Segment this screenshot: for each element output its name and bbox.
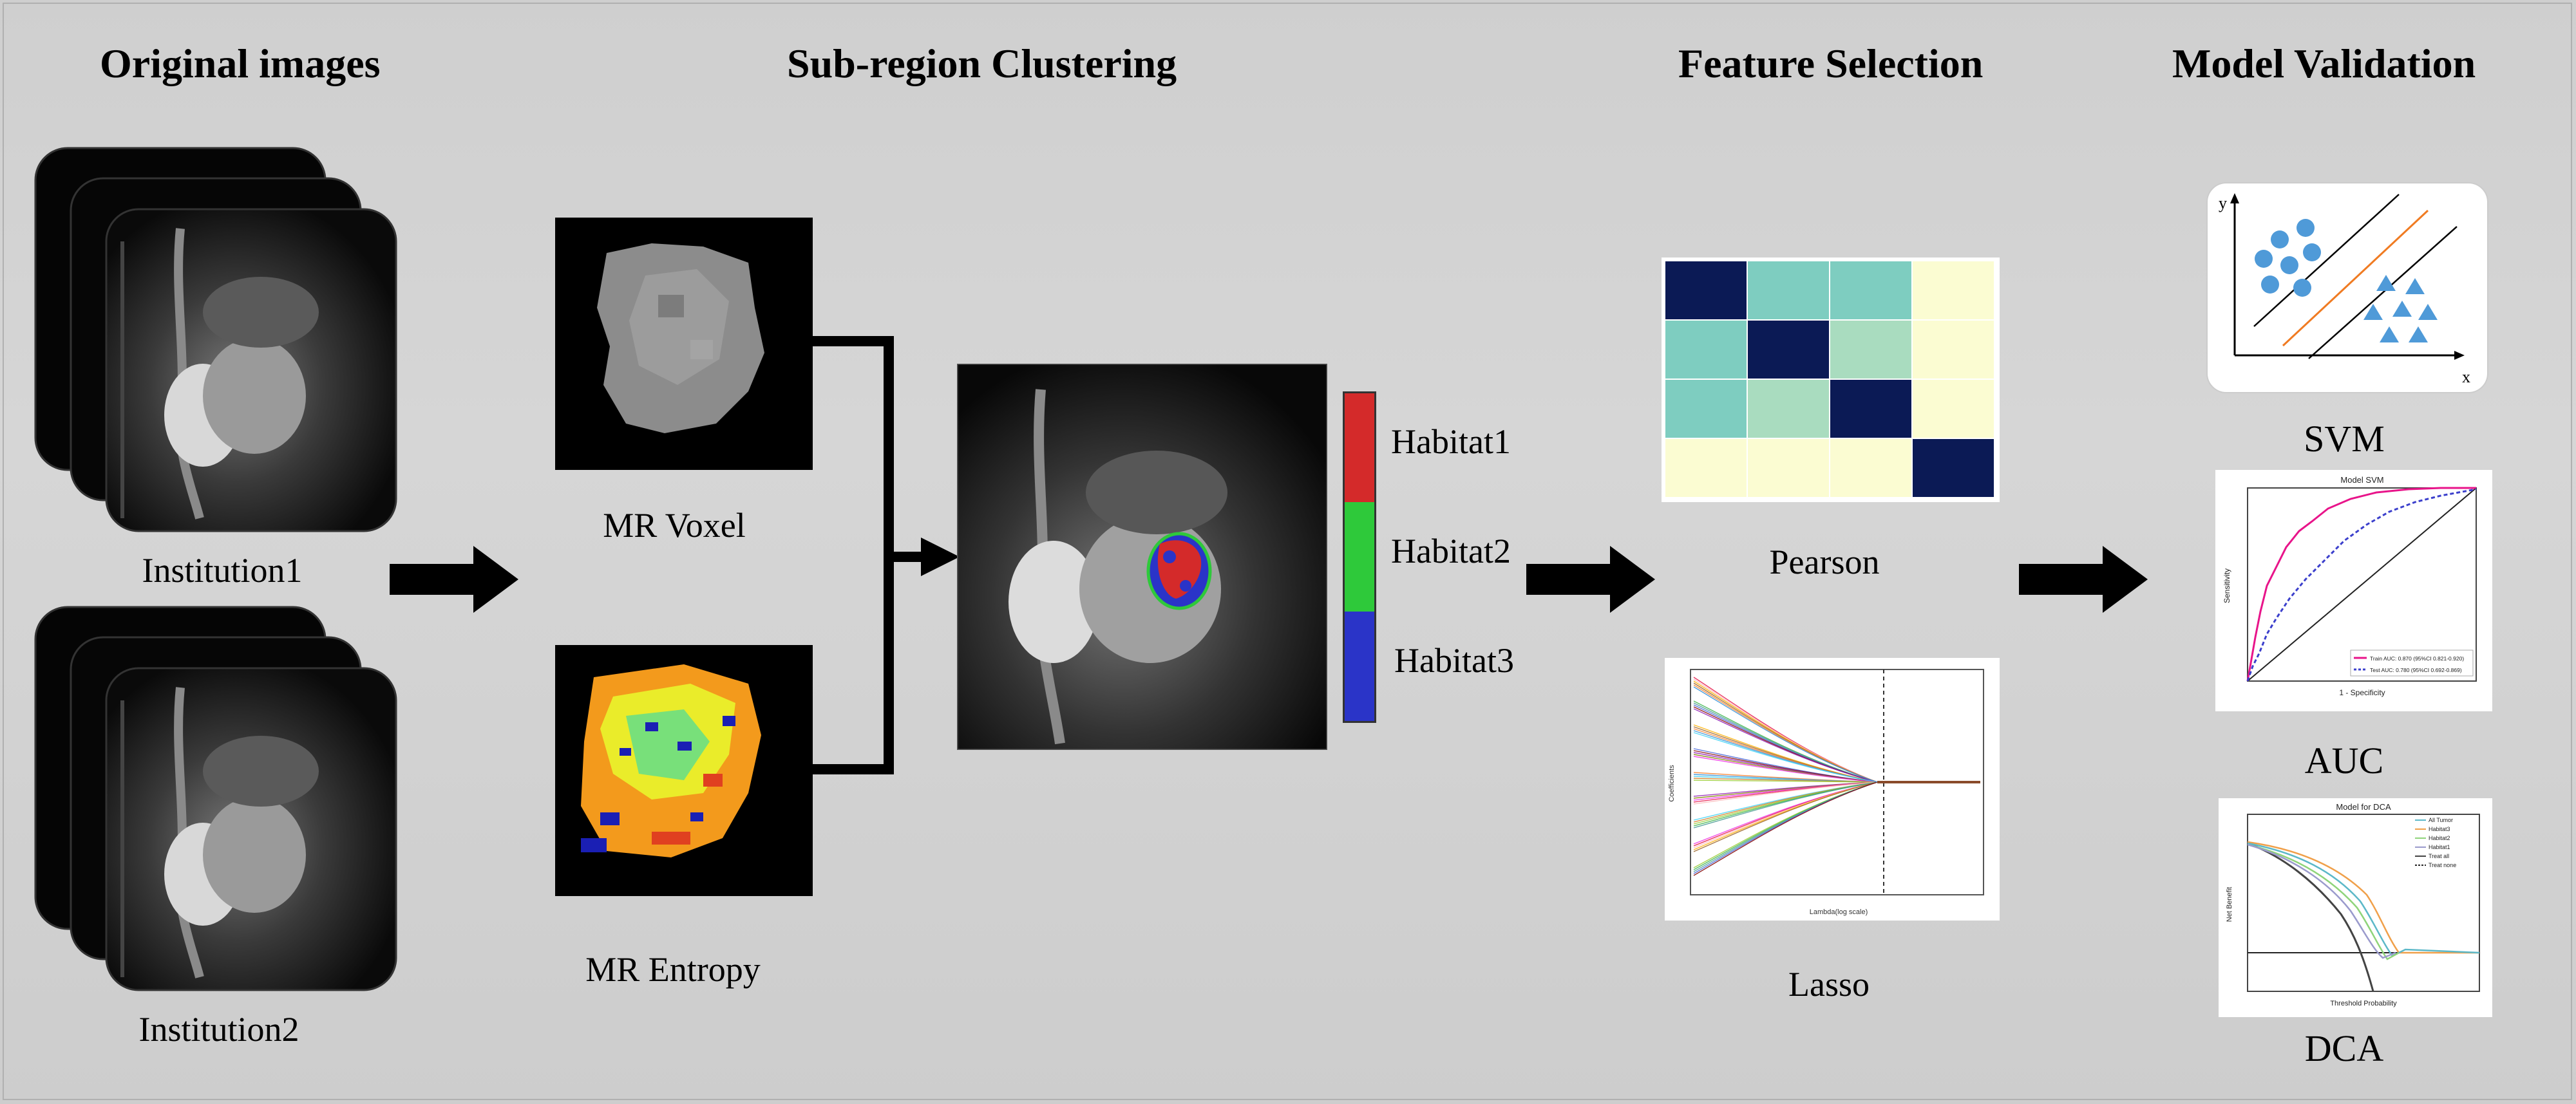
lasso-label: Lasso <box>1788 965 1870 1004</box>
heatmap-cell <box>1748 261 1829 319</box>
habitat3-label: Habitat3 <box>1394 641 1514 680</box>
dca-ylabel: Net Benefit <box>2226 887 2233 922</box>
habitat1-label: Habitat1 <box>1391 422 1511 461</box>
svm-illustration: y x <box>2206 182 2488 393</box>
lasso-coefficient-path <box>1693 781 1980 852</box>
heatmap-cell <box>1665 321 1747 379</box>
dca-legend-habitat3: Habitat3 <box>2429 826 2450 832</box>
dca-xlabel: Threshold Probability <box>2330 1000 2397 1007</box>
auc-label: AUC <box>2304 740 2384 781</box>
pearson-heatmap <box>1662 257 2000 502</box>
mr-voxel-label: MR Voxel <box>603 506 746 545</box>
lasso-path-plot: Lambda(log scale) Coefficients <box>1665 658 2000 921</box>
dca-legend-treat-all: Treat all <box>2429 853 2449 859</box>
dca-legend-habitat2: Habitat2 <box>2429 835 2450 841</box>
heatmap-cell <box>1748 380 1829 438</box>
svm-y-axis-label: y <box>2219 194 2227 212</box>
auc-roc-plot: Model SVM 1 - Specificity Sensitivity Tr… <box>2215 470 2492 711</box>
auc-ylabel: Sensitivity <box>2222 568 2231 603</box>
arrow-to-feature-selection <box>1526 546 1655 613</box>
lasso-coefficient-path <box>1693 686 1980 783</box>
header-subregion-clustering: Sub-region Clustering <box>787 41 1177 86</box>
heatmap-cell <box>1748 439 1829 497</box>
dca-legend-treat-none: Treat none <box>2429 862 2456 868</box>
arrow-to-clustering <box>390 546 518 613</box>
lasso-coefficient-path <box>1693 732 1980 783</box>
heatmap-cell <box>1830 439 1911 497</box>
habitat-colorbar <box>1343 391 1376 723</box>
auc-legend-train: Train AUC: 0.870 (95%CI 0.821-0.920) <box>2370 655 2464 662</box>
svm-x-axis-label: x <box>2462 368 2470 386</box>
heatmap-cell <box>1913 439 1994 497</box>
heatmap-cell <box>1665 380 1747 438</box>
header-model-validation: Model Validation <box>2172 41 2476 86</box>
institution2-label: Institution2 <box>138 1010 299 1049</box>
mr-entropy-label: MR Entropy <box>585 950 761 989</box>
institution2-image-stack <box>34 606 397 991</box>
heatmap-cell <box>1830 261 1911 319</box>
svm-label: SVM <box>2304 418 2385 460</box>
connector-lines <box>811 336 960 774</box>
lasso-coefficient-path <box>1693 781 1980 805</box>
heatmap-cell <box>1830 380 1911 438</box>
heatmap-cell <box>1665 261 1747 319</box>
heatmap-cell <box>1913 261 1994 319</box>
mr-voxel-image <box>555 218 813 470</box>
lasso-coefficient-path <box>1693 756 1980 783</box>
header-feature-selection: Feature Selection <box>1678 41 1984 86</box>
heatmap-cell <box>1913 380 1994 438</box>
auc-legend-test: Test AUC: 0.780 (95%CI 0.692-0.869) <box>2370 667 2462 673</box>
auc-xlabel: 1 - Specificity <box>2339 688 2385 697</box>
institution1-label: Institution1 <box>142 551 303 590</box>
lasso-coefficient-path <box>1693 780 1980 783</box>
habitat3-swatch <box>1345 611 1374 721</box>
heatmap-cell <box>1913 321 1994 379</box>
auc-title: Model SVM <box>2340 475 2383 485</box>
habitat2-swatch <box>1345 502 1374 612</box>
outer-frame <box>3 3 2572 1100</box>
heatmap-cell <box>1830 321 1911 379</box>
lasso-coefficient-path <box>1693 781 1980 876</box>
dca-legend-all-tumor: All Tumor <box>2429 817 2453 823</box>
dca-plot: Model for DCA Threshold Probability Net … <box>2219 798 2492 1017</box>
dca-title: Model for DCA <box>2336 802 2391 812</box>
pearson-label: Pearson <box>1769 543 1880 581</box>
arrow-to-model-validation <box>2019 546 2148 613</box>
lasso-coefficient-path <box>1693 781 1980 828</box>
lasso-xlabel: Lambda(log scale) <box>1810 908 1868 916</box>
lasso-ylabel: Coefficients <box>1668 765 1676 802</box>
heatmap-cell <box>1665 439 1747 497</box>
dca-legend-habitat1: Habitat1 <box>2429 844 2450 850</box>
institution1-image-stack <box>34 147 397 532</box>
mr-entropy-image <box>555 645 813 896</box>
habitat1-swatch <box>1345 393 1374 503</box>
heatmap-cell <box>1748 321 1829 379</box>
habitat2-label: Habitat2 <box>1391 532 1511 570</box>
lasso-coefficient-path <box>1693 708 1980 783</box>
header-original-images: Original images <box>100 41 381 86</box>
dca-label: DCA <box>2304 1027 2384 1069</box>
clustered-mri-image <box>957 364 1327 750</box>
